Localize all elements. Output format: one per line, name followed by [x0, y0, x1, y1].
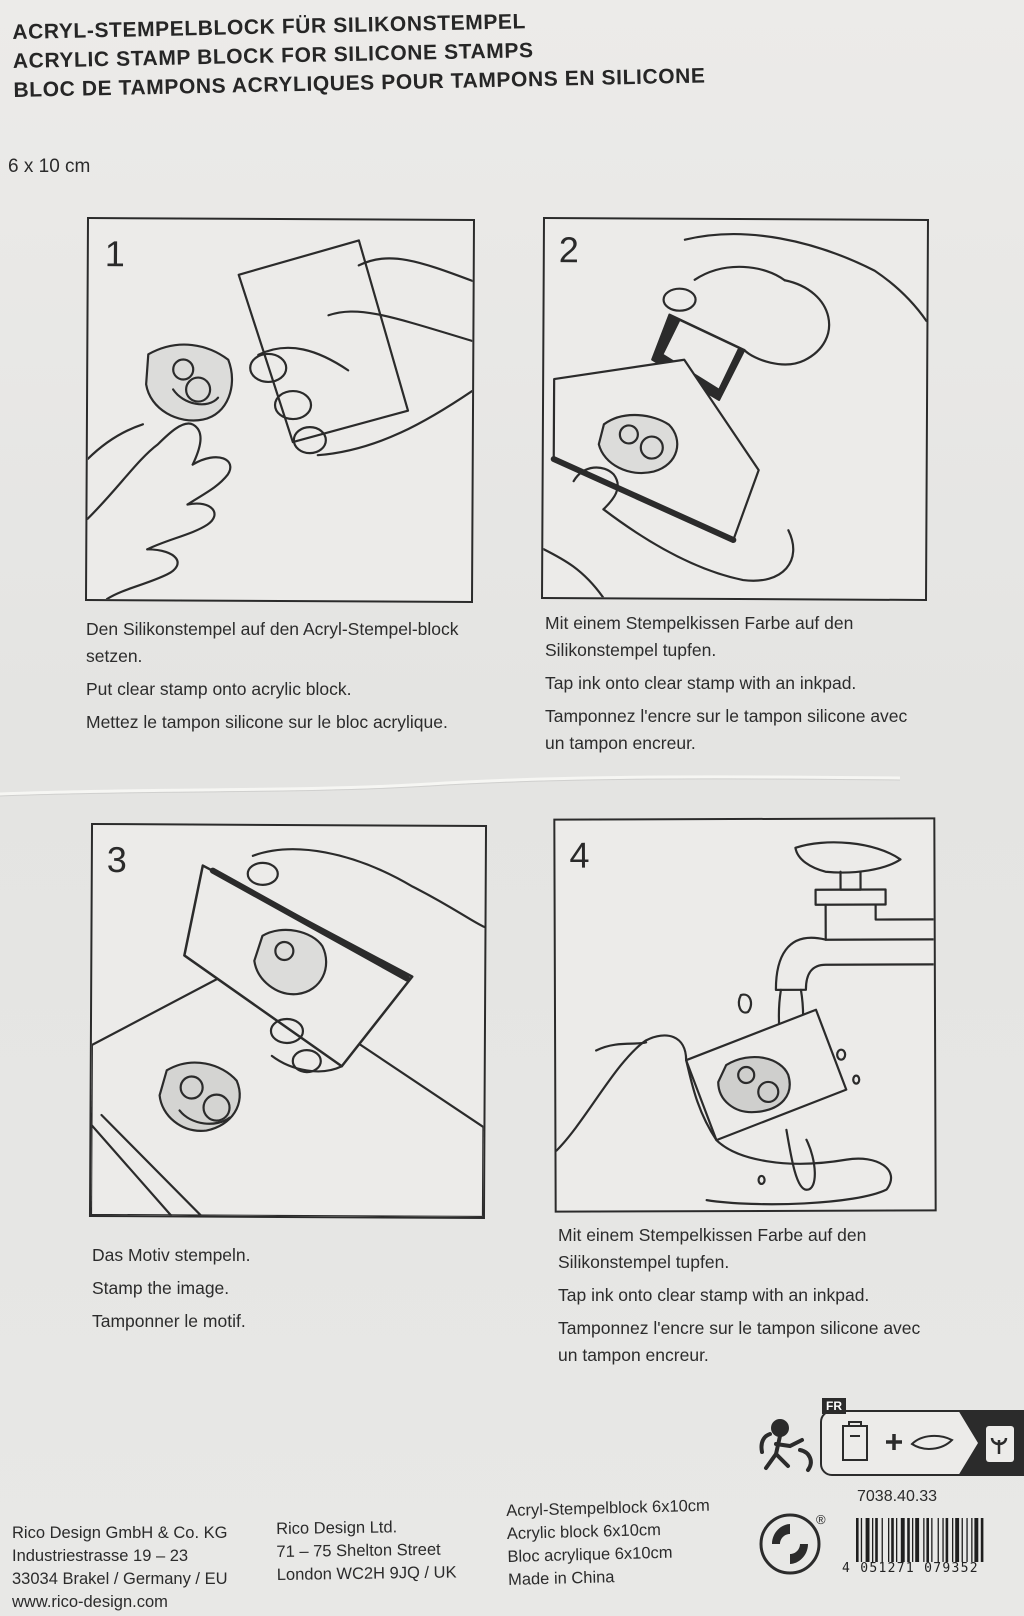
step-1-text-fr: Mettez le tampon silicone sur le bloc ac… [86, 712, 448, 732]
step-1-caption: Den Silikonstempel auf den Acryl-Stempel… [86, 616, 476, 742]
barcode-bar [945, 1518, 949, 1562]
step-2-text-de: Mit einem Stempelkissen Farbe auf den Si… [545, 613, 854, 660]
packaging-icon [842, 1421, 868, 1461]
step-3-text-de: Das Motiv stempeln. [92, 1245, 251, 1265]
step-3-illustration: 3 [88, 822, 488, 1220]
barcode-bar [907, 1518, 910, 1562]
barcode-bar [980, 1518, 984, 1562]
step-1-illustration: 1 [84, 216, 476, 604]
step-2-illustration: 2 [541, 216, 929, 602]
company-uk-address: Rico Design Ltd. 71 – 75 Shelton Street … [276, 1515, 457, 1587]
step-1-text-en: Put clear stamp onto acrylic block. [86, 679, 352, 699]
step-4-text-fr: Tamponnez l'encre sur le tampon silicone… [558, 1318, 921, 1365]
barcode-bar [955, 1518, 960, 1562]
product-size: 6 x 10 cm [8, 156, 91, 177]
barcode-bar [865, 1518, 870, 1562]
barcode-bar [915, 1518, 920, 1562]
paper-wrap-icon [910, 1434, 954, 1450]
step-1-text-de: Den Silikonstempel auf den Acryl-Stempel… [86, 619, 459, 666]
barcode-digits: 4 051271 079352 [842, 1561, 979, 1576]
barcode-bar [942, 1518, 944, 1562]
step-2-text-fr: Tamponnez l'encre sur le tampon silicone… [545, 706, 908, 753]
plus-icon [886, 1434, 902, 1450]
barcode-bar [896, 1518, 898, 1562]
barcode-bar [900, 1518, 905, 1562]
company-de-name: Rico Design GmbH & Co. KG [12, 1524, 228, 1542]
barcode-bar [931, 1518, 933, 1562]
recycling-triman-icon [759, 1419, 813, 1472]
barcode-bar [872, 1518, 874, 1562]
recycling-country-label: FR [822, 1398, 846, 1414]
step-4-drawing [555, 841, 935, 1206]
barcode-bar [966, 1518, 968, 1562]
company-website: www.rico-design.com [12, 1593, 168, 1611]
barcode-bar [860, 1518, 863, 1562]
recycling-bin-icon [958, 1410, 1024, 1476]
step-3-text-fr: Tamponner le motif. [92, 1311, 246, 1331]
paper-crease [0, 775, 901, 797]
step-2-drawing [543, 233, 927, 599]
step-2-text-en: Tap ink onto clear stamp with an inkpad. [545, 673, 857, 693]
barcode-bar [881, 1518, 883, 1562]
barcode-bar [974, 1518, 979, 1562]
barcode-bar [971, 1518, 973, 1562]
step-4-illustration: 4 [553, 817, 937, 1213]
product-info: Acryl-Stempelblock 6x10cm Acrylic block … [506, 1495, 712, 1592]
barcode-bar [891, 1518, 894, 1562]
barcode-bar [937, 1518, 939, 1562]
barcode-bar [926, 1518, 929, 1562]
step-3-caption: Das Motiv stempeln. Stamp the image. Tam… [92, 1242, 482, 1341]
barcode-bar [923, 1518, 925, 1562]
step-3-text-en: Stamp the image. [92, 1278, 230, 1298]
step-4-text-de: Mit einem Stempelkissen Farbe auf den Si… [558, 1225, 867, 1272]
company-uk-name: Rico Design Ltd. [276, 1518, 398, 1538]
barcode-bar [952, 1518, 954, 1562]
company-uk-city: London WC2H 9JQ / UK [276, 1563, 457, 1584]
step-4-caption: Mit einem Stempelkissen Farbe auf den Si… [558, 1222, 928, 1375]
step-2-caption: Mit einem Stempelkissen Farbe auf den Si… [545, 610, 915, 763]
step-1-drawing [87, 239, 473, 601]
barcode-bar [856, 1518, 859, 1562]
barcode [856, 1518, 984, 1562]
barcode-bar [888, 1518, 890, 1562]
company-de-address: Rico Design GmbH & Co. KG Industriestras… [12, 1522, 228, 1614]
registered-mark: ® [816, 1512, 826, 1527]
green-dot-icon [759, 1513, 821, 1575]
barcode-bar [912, 1518, 914, 1562]
company-de-city: 33034 Brakel / Germany / EU [12, 1570, 228, 1588]
company-de-street: Industriestrasse 19 – 23 [12, 1547, 189, 1565]
company-uk-street: 71 – 75 Shelton Street [276, 1540, 441, 1561]
step-3-drawing [90, 848, 486, 1218]
barcode-bar [961, 1518, 963, 1562]
barcode-bar [875, 1518, 878, 1562]
article-code: 7038.40.33 [857, 1488, 938, 1505]
product-title: ACRYL-STEMPELBLOCK FÜR SILIKONSTEMPEL AC… [12, 4, 706, 105]
step-4-text-en: Tap ink onto clear stamp with an inkpad. [558, 1285, 870, 1305]
